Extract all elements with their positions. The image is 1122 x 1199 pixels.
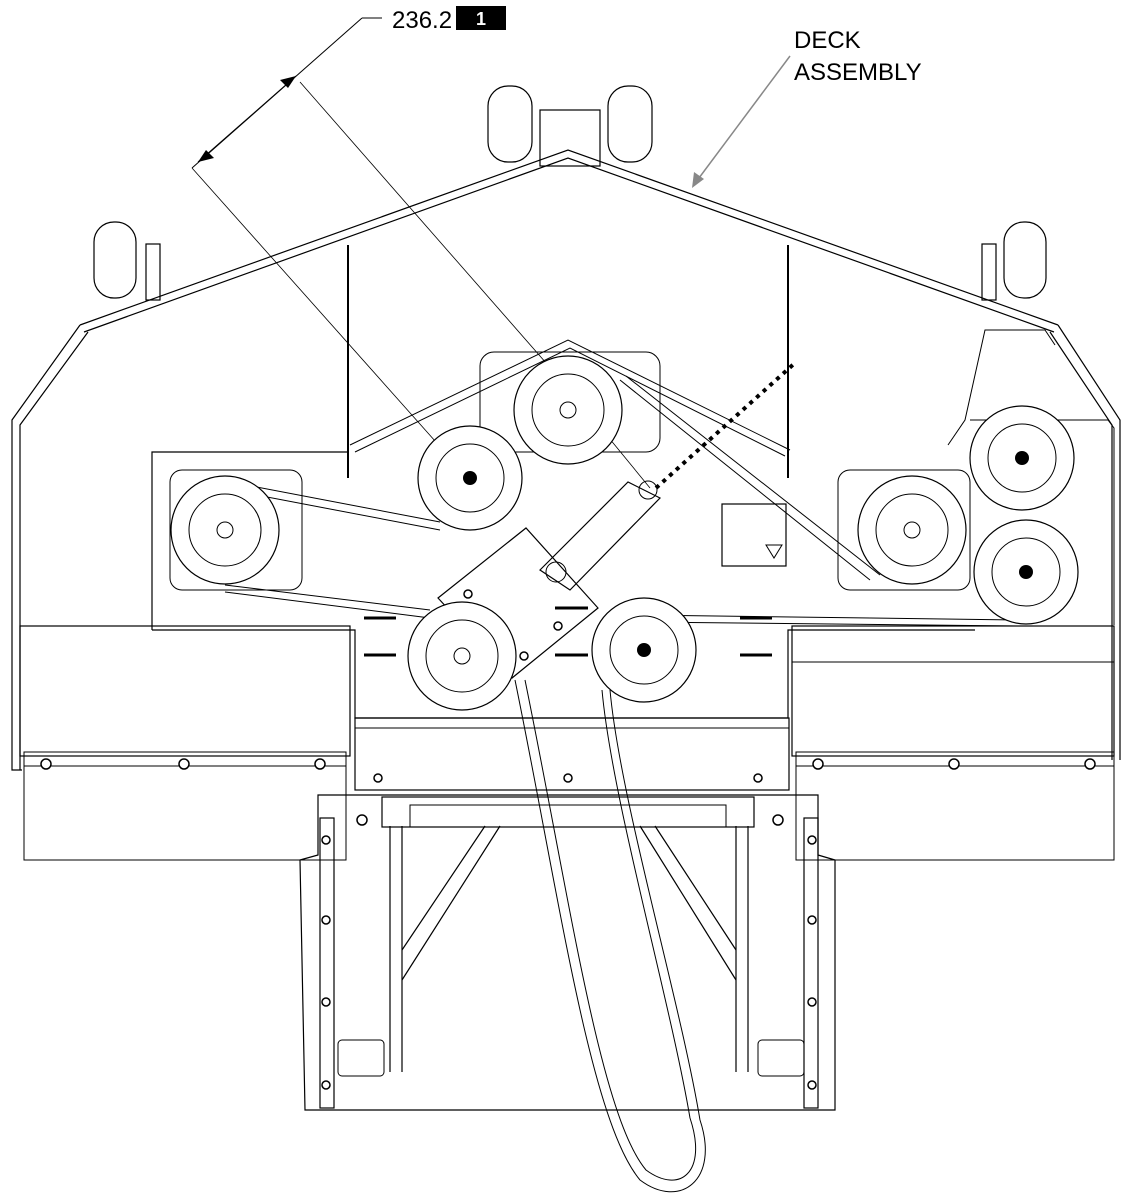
drive-belts bbox=[219, 375, 1021, 1193]
decal-plate bbox=[721, 503, 787, 567]
lower-panels bbox=[19, 625, 1115, 861]
pulley-right-spindle bbox=[857, 475, 967, 585]
callout-arrow-head bbox=[692, 172, 704, 188]
dimension-value: 236.2 bbox=[392, 7, 452, 34]
pulley-center-top bbox=[513, 355, 623, 465]
fasteners bbox=[40, 589, 1096, 1090]
callout-line-2: ASSEMBLY bbox=[794, 59, 922, 86]
callout-line-1: DECK bbox=[794, 27, 861, 54]
pulley-lower-right-idler bbox=[591, 597, 697, 703]
dimension-arrow-head bbox=[198, 150, 214, 162]
hitch-frame bbox=[299, 794, 836, 1111]
pulley-left-spindle bbox=[170, 475, 280, 585]
dimension-arrow-head bbox=[280, 76, 296, 88]
gauge-wheel-left bbox=[93, 221, 137, 299]
tension-chain bbox=[654, 360, 798, 490]
dimension-annotation: 236.2 1 bbox=[191, 6, 651, 489]
gauge-wheel-right bbox=[1003, 221, 1047, 299]
gauge-wheel-top-right bbox=[607, 85, 653, 163]
pulleys bbox=[170, 355, 1079, 711]
pulley-upper-left-idler bbox=[417, 425, 523, 531]
deck-assembly-callout: DECK ASSEMBLY bbox=[692, 27, 922, 188]
gauge-wheels bbox=[93, 85, 1047, 301]
callout-leader bbox=[695, 55, 791, 183]
pulley-right-lower bbox=[973, 519, 1079, 625]
deck-shell bbox=[11, 149, 1121, 771]
revision-balloon bbox=[456, 6, 506, 30]
pulley-right-upper bbox=[969, 405, 1075, 511]
gauge-wheel-top-left bbox=[487, 85, 533, 163]
revision-balloon-number: 1 bbox=[476, 9, 486, 29]
pulley-lower-left-idler bbox=[407, 601, 517, 711]
